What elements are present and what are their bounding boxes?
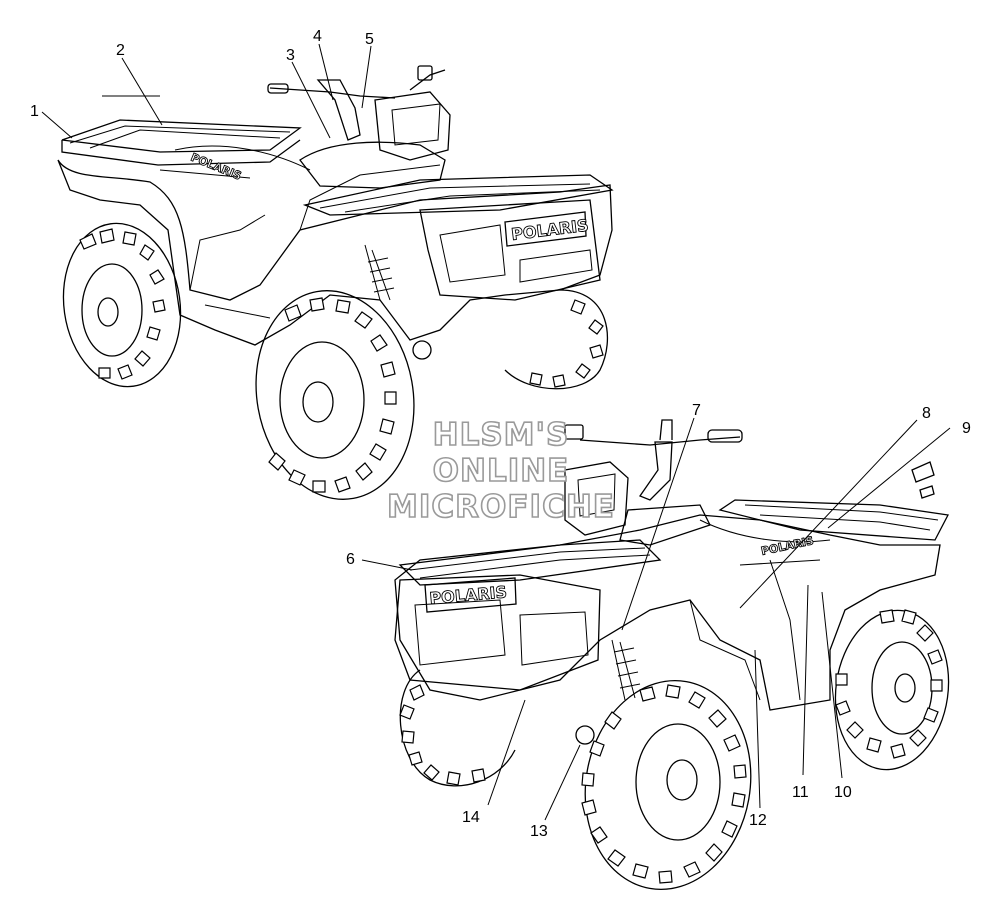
atv-bottom-illustration: POLARIS POLARIS — [394, 419, 950, 891]
callout-1: 1 — [30, 103, 39, 120]
callout-6: 6 — [346, 551, 355, 568]
callout-9: 9 — [962, 420, 971, 437]
callout-3: 3 — [286, 47, 295, 64]
callout-13: 13 — [530, 823, 548, 840]
body-top: POLARIS POLARIS — [57, 65, 614, 360]
watermark-line-2: ONLINE — [433, 453, 570, 489]
body-bottom: POLARIS POLARIS — [394, 419, 941, 745]
front-left-wheel-bottom — [399, 669, 516, 787]
front-brand-text-bottom: POLARIS — [429, 582, 508, 608]
leader-lines — [41, 43, 951, 821]
rear-wheel-top — [62, 222, 182, 388]
rear-rack-top — [61, 119, 302, 166]
rear-rack-bottom — [718, 499, 949, 541]
watermark-line-1: HLSM'S — [433, 417, 570, 453]
side-brand-text-top: POLARIS — [189, 151, 243, 183]
callout-7: 7 — [692, 402, 701, 419]
front-wheel-top — [255, 290, 415, 500]
callout-10: 10 — [834, 784, 852, 801]
callout-5: 5 — [365, 31, 374, 48]
callout-8: 8 — [922, 405, 931, 422]
callout-14: 14 — [462, 809, 480, 826]
callout-2: 2 — [116, 42, 125, 59]
right-rear-wheel-top — [504, 289, 609, 390]
callout-11: 11 — [792, 784, 809, 801]
watermark-line-3: MICROFICHE — [387, 489, 615, 525]
callout-labels: 1 2 3 4 5 6 7 8 9 10 11 12 13 14 — [30, 28, 971, 840]
front-wheel-bottom — [581, 679, 752, 891]
callout-12: 12 — [749, 812, 767, 829]
watermark: HLSM'S ONLINE MICROFICHE — [386, 416, 615, 526]
callout-4: 4 — [313, 28, 322, 45]
rear-wheel-bottom — [834, 609, 950, 771]
